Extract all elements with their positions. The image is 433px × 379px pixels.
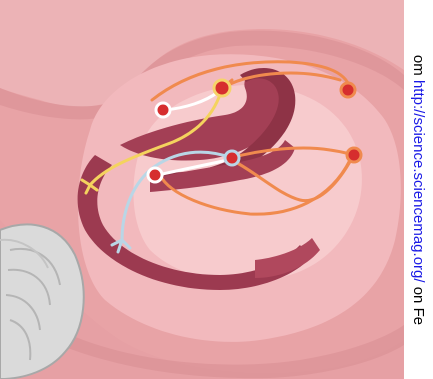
neuron-cell-icon: [148, 168, 162, 182]
neuron-cell-icon: [347, 148, 361, 162]
neuron-cell-icon: [225, 151, 239, 165]
watermark-prefix: om: [410, 55, 427, 76]
neuron-cell-icon: [156, 103, 170, 117]
vertical-source-watermark: om http://science.sciencemag.org/ on Fe: [410, 55, 426, 325]
neuron-cell-icon: [341, 83, 355, 97]
hippocampus-circuit-illustration: [0, 0, 404, 379]
watermark-suffix: on Fe: [410, 283, 427, 326]
watermark-link[interactable]: http://science.sciencemag.org/: [410, 80, 427, 283]
neuron-cell-icon: [214, 80, 230, 96]
